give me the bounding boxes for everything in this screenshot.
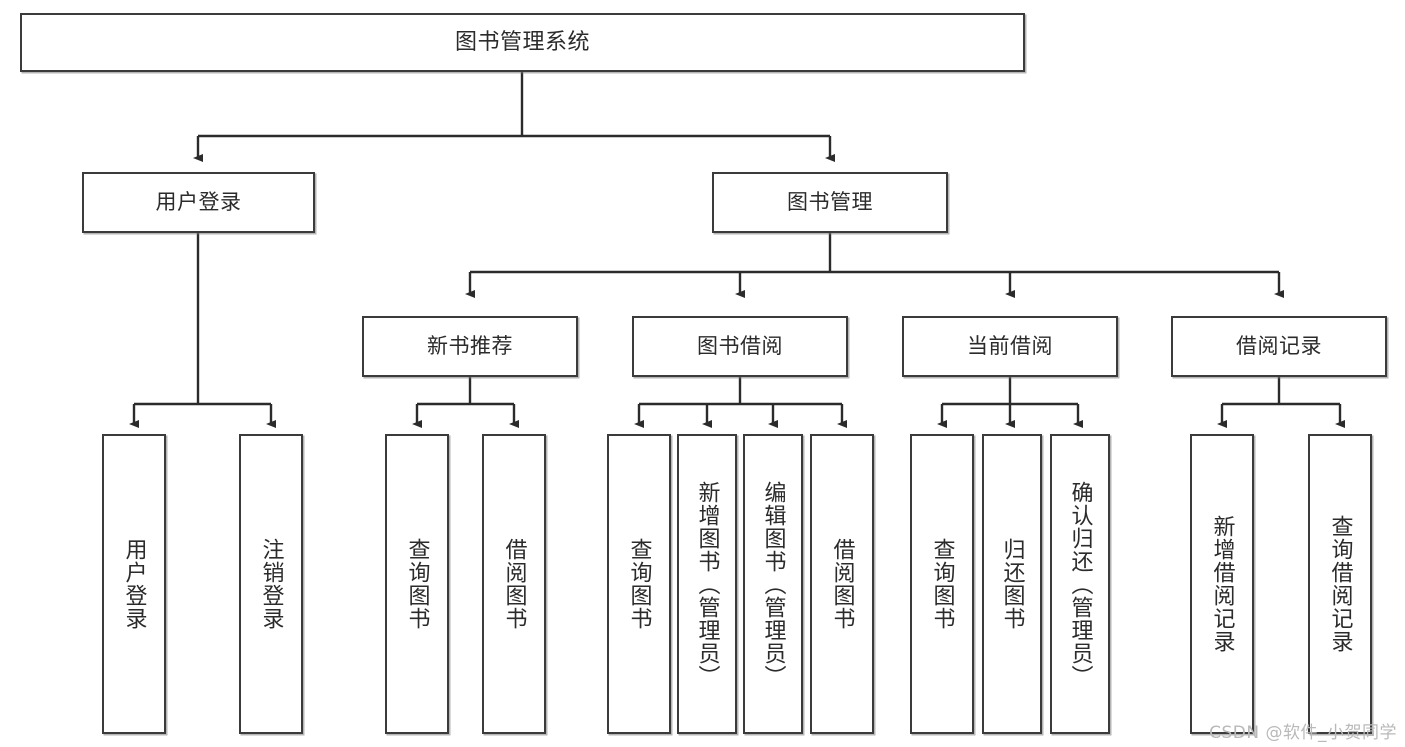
node-borrow-record[interactable]: 借阅记录 bbox=[1171, 316, 1387, 377]
node-label: 图书管理 bbox=[787, 190, 873, 215]
node-book-borrow[interactable]: 图书借阅 bbox=[632, 316, 848, 377]
node-label: 新增图书（管理员） bbox=[694, 480, 720, 688]
node-label: 图书管理系统 bbox=[454, 29, 590, 55]
node-label: 新书推荐 bbox=[427, 334, 513, 359]
leaf-new-book-borrow-book[interactable]: 借阅图书 bbox=[482, 434, 546, 734]
leaf-book-borrow-add-book-admin[interactable]: 新增图书（管理员） bbox=[677, 434, 737, 734]
node-label: 查询借阅记录 bbox=[1327, 515, 1353, 653]
leaf-current-borrow-query-book[interactable]: 查询图书 bbox=[910, 434, 974, 734]
node-label: 借阅图书 bbox=[501, 538, 527, 630]
node-new-book-recommend[interactable]: 新书推荐 bbox=[362, 316, 578, 377]
leaf-book-borrow-borrow-book[interactable]: 借阅图书 bbox=[810, 434, 874, 734]
node-label: 查询图书 bbox=[404, 538, 430, 630]
node-label: 借阅记录 bbox=[1236, 334, 1322, 359]
leaf-borrow-record-query-record[interactable]: 查询借阅记录 bbox=[1308, 434, 1372, 734]
leaf-user-login-login[interactable]: 用户登录 bbox=[102, 434, 166, 734]
leaf-current-borrow-return-book[interactable]: 归还图书 bbox=[982, 434, 1042, 734]
leaf-book-borrow-query-book[interactable]: 查询图书 bbox=[607, 434, 671, 734]
node-label: 查询图书 bbox=[626, 538, 652, 630]
node-root-system[interactable]: 图书管理系统 bbox=[20, 13, 1025, 72]
leaf-book-borrow-edit-book-admin[interactable]: 编辑图书（管理员） bbox=[743, 434, 803, 734]
node-label: 归还图书 bbox=[999, 538, 1025, 630]
node-label: 用户登录 bbox=[121, 538, 147, 630]
node-label: 当前借阅 bbox=[967, 334, 1053, 359]
leaf-user-login-logout[interactable]: 注销登录 bbox=[239, 434, 303, 734]
leaf-new-book-query-book[interactable]: 查询图书 bbox=[385, 434, 449, 734]
node-label: 用户登录 bbox=[155, 190, 242, 215]
node-label: 图书借阅 bbox=[697, 334, 783, 359]
watermark-text: CSDN @软件_小贺同学 bbox=[1209, 723, 1397, 743]
node-user-login[interactable]: 用户登录 bbox=[82, 172, 315, 233]
node-book-management[interactable]: 图书管理 bbox=[712, 172, 948, 233]
node-label: 新增借阅记录 bbox=[1209, 515, 1235, 653]
leaf-current-borrow-confirm-return-admin[interactable]: 确认归还（管理员） bbox=[1050, 434, 1110, 734]
node-label: 借阅图书 bbox=[829, 538, 855, 630]
node-label: 注销登录 bbox=[258, 538, 284, 630]
node-label: 查询图书 bbox=[929, 538, 955, 630]
leaf-borrow-record-add-record[interactable]: 新增借阅记录 bbox=[1190, 434, 1254, 734]
node-current-borrow[interactable]: 当前借阅 bbox=[902, 316, 1118, 377]
node-label: 确认归还（管理员） bbox=[1067, 480, 1093, 688]
node-label: 编辑图书（管理员） bbox=[760, 480, 786, 688]
